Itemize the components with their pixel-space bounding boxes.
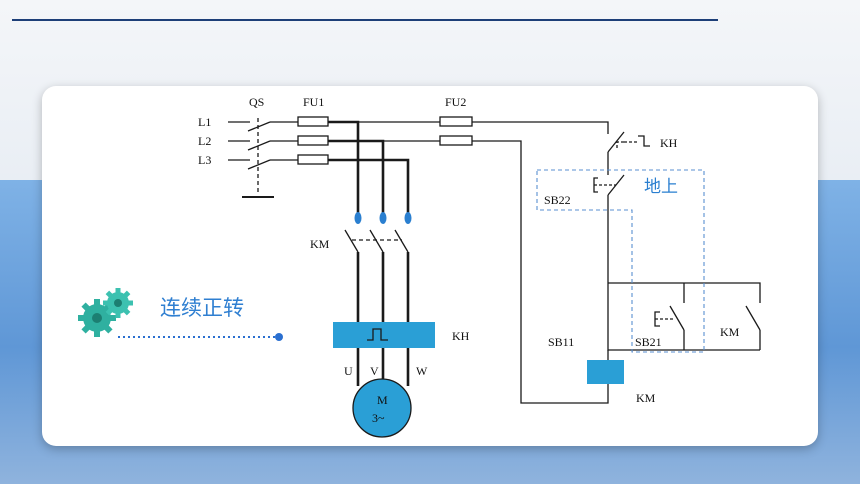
km-contact-heads bbox=[354, 212, 412, 224]
kh-thermal-relay bbox=[333, 322, 435, 348]
label-fu1: FU1 bbox=[303, 95, 324, 109]
label-kh-main: KH bbox=[452, 329, 470, 343]
label-sb22: SB22 bbox=[544, 193, 571, 207]
control-circuit bbox=[439, 116, 761, 404]
fu1-fuse-3 bbox=[297, 154, 329, 165]
label-v: V bbox=[370, 364, 379, 378]
label-w: W bbox=[416, 364, 428, 378]
diagram-panel bbox=[42, 86, 818, 446]
qs-blade-1 bbox=[247, 121, 271, 132]
qs-blade-2 bbox=[247, 140, 271, 151]
qs-blade-3 bbox=[247, 159, 271, 170]
fu1-fuse-2 bbox=[297, 135, 329, 146]
label-kh-ctrl: KH bbox=[660, 136, 678, 150]
power-down-leads bbox=[328, 120, 410, 214]
label-motor-m: M bbox=[377, 393, 388, 407]
label-local: 地上 bbox=[644, 177, 678, 197]
label-l1: L1 bbox=[198, 115, 211, 129]
fu2-fuse-1 bbox=[439, 116, 473, 127]
label-fu2: FU2 bbox=[445, 95, 466, 109]
fu2-fuse-2 bbox=[439, 135, 473, 146]
gear-icon bbox=[78, 288, 133, 337]
title-underline-dot bbox=[275, 333, 283, 341]
power-lower-leads bbox=[356, 252, 410, 386]
label-sb21: SB21 bbox=[635, 335, 662, 349]
label-sb11: SB11 bbox=[548, 335, 574, 349]
label-l2: L2 bbox=[198, 134, 211, 148]
diagram-labels: L1 L2 L3 QS FU1 FU2 KM KH U V W M 3~ KH … bbox=[198, 95, 740, 425]
label-km-hold: KM bbox=[720, 325, 740, 339]
km-coil bbox=[587, 360, 624, 384]
km-main-contacts bbox=[344, 229, 409, 253]
section-title: 连续正转 bbox=[160, 296, 244, 320]
label-u: U bbox=[344, 364, 353, 378]
label-qs: QS bbox=[249, 95, 264, 109]
label-km-main: KM bbox=[310, 237, 330, 251]
kh-heater-symbol bbox=[367, 328, 388, 341]
label-motor-phase: 3~ bbox=[372, 411, 385, 425]
label-l3: L3 bbox=[198, 153, 211, 167]
motor bbox=[352, 378, 412, 438]
header-rule bbox=[12, 19, 718, 21]
local-control-box bbox=[536, 169, 705, 353]
label-km-coil: KM bbox=[636, 391, 656, 405]
fu1-fuse-1 bbox=[297, 116, 329, 127]
